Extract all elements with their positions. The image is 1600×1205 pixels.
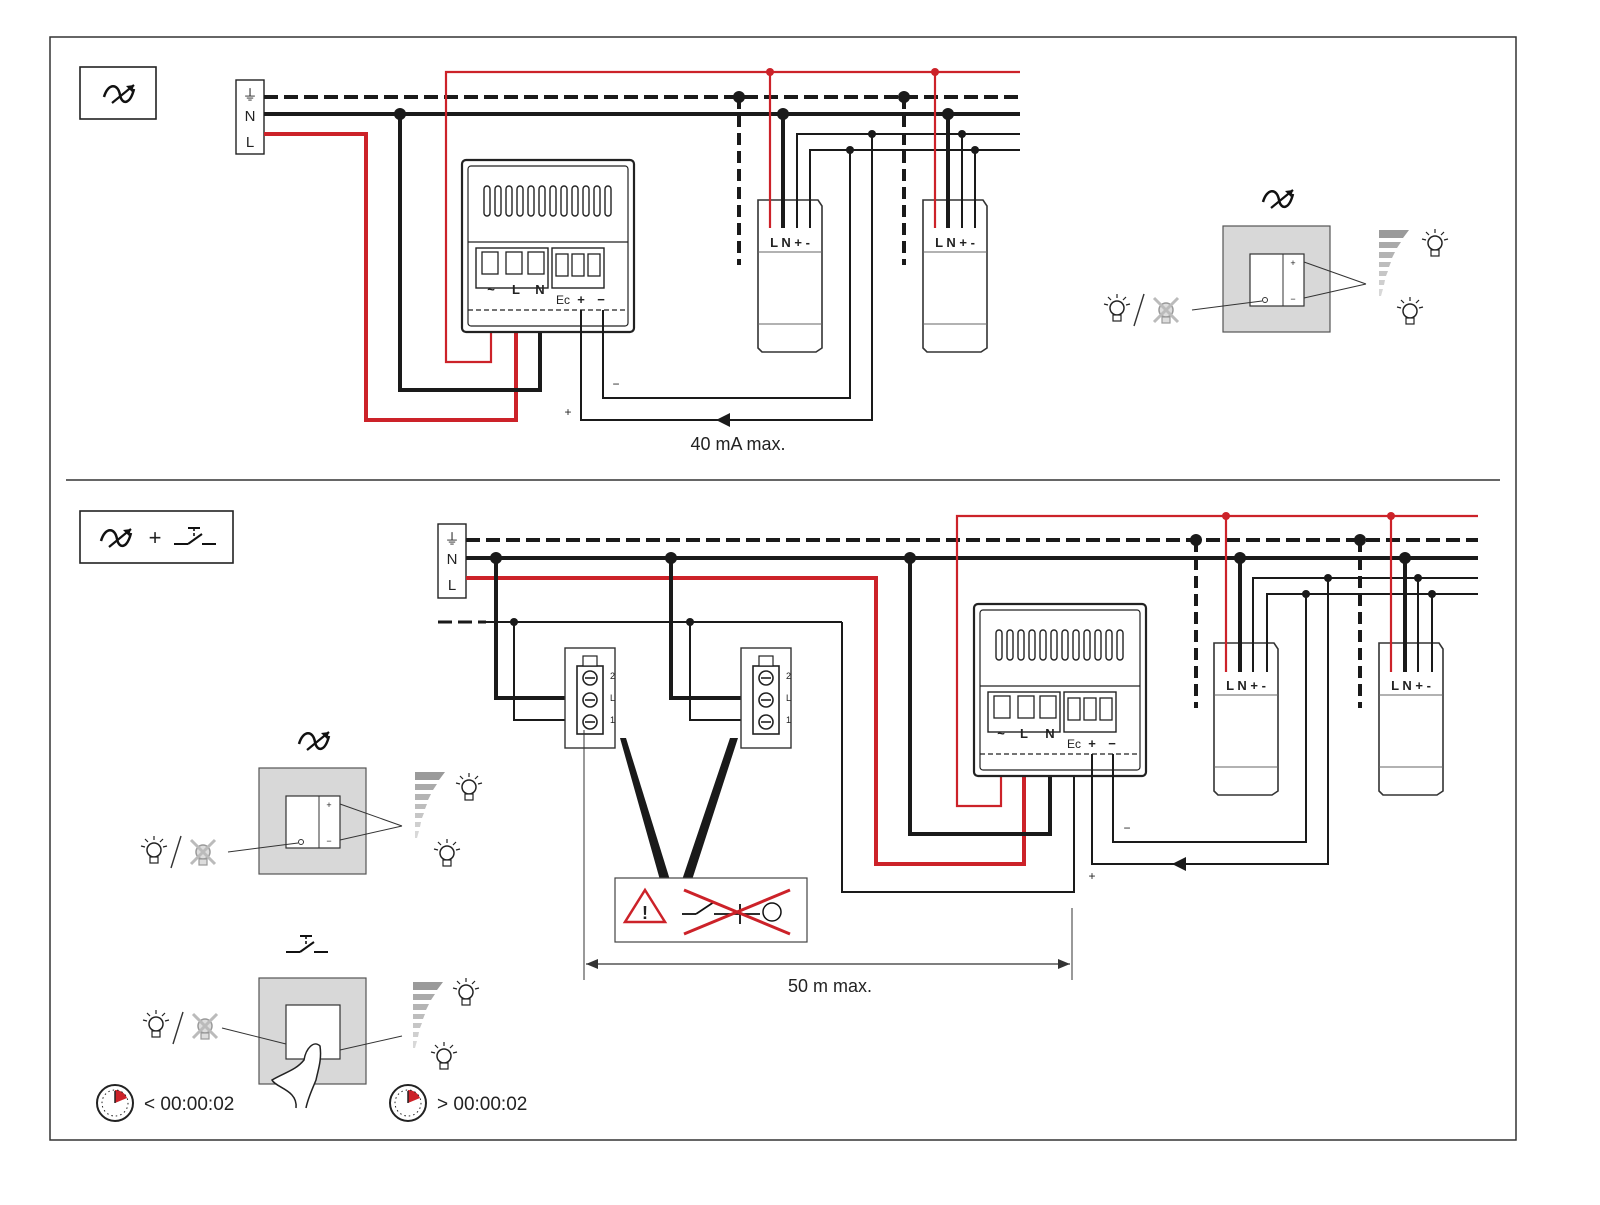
dimmer-module <box>460 158 636 334</box>
light-on-icon-2 <box>140 835 168 864</box>
dimmer2-ec-terminal: Ec <box>1067 737 1081 751</box>
long-press-clock-icon <box>389 1084 427 1122</box>
driver-4-terminals: L N + - <box>1391 678 1431 693</box>
pb2-terminal-1: 1 <box>786 715 791 725</box>
dim-level-ramp-3 <box>413 982 443 1048</box>
bus-plus-label: + <box>564 405 571 419</box>
callout-pointer-right <box>682 738 738 880</box>
dim-level-ramp-2 <box>415 772 445 838</box>
bus-minus-label: − <box>612 377 619 391</box>
dim-bulb-icon <box>1396 296 1424 325</box>
bright-bulb-icon-2 <box>455 772 483 801</box>
bus-plus-label-2: + <box>1088 869 1095 883</box>
dimmer2-l-terminal: L <box>1020 726 1028 741</box>
svg-text:−: − <box>326 836 331 846</box>
short-press-clock-icon <box>96 1084 134 1122</box>
top-panel: ⏚ N L ~ L N Ec + − + − 40 mA max. <box>79 66 1449 454</box>
led-driver-4 <box>1378 642 1444 796</box>
switched-live-wire <box>444 70 1020 364</box>
long-press-time: > 00:00:02 <box>437 1094 527 1115</box>
supply-terminal-block-2 <box>437 523 467 599</box>
pb1-terminal-l: L <box>610 693 615 703</box>
bus-plus-wire-2 <box>1091 577 1478 865</box>
bus-minus-wire-2 <box>1112 593 1478 843</box>
outer-frame <box>49 36 1517 1141</box>
warning-icon <box>622 887 668 924</box>
bus-minus-label-2: − <box>1123 821 1130 835</box>
dim-level-ramp <box>1379 230 1409 296</box>
bottom-panel: + ⏚ N L 2 L 1 2 L 1 <box>79 510 1478 1122</box>
callout-pointer-left <box>620 738 670 880</box>
pushbutton-module-1 <box>564 647 616 749</box>
bus-direction-arrow-2 <box>1172 857 1186 871</box>
pb2-terminal-l: L <box>786 693 791 703</box>
svg-text:!: ! <box>642 903 648 923</box>
dim-bulb-icon-2 <box>433 838 461 867</box>
plus-sign: + <box>149 525 162 550</box>
light-off-icon <box>1152 296 1180 325</box>
finger-press-icon <box>271 1043 322 1109</box>
dimmer-n-terminal: N <box>535 282 544 297</box>
dimmer2-plus-terminal: + <box>1088 736 1096 751</box>
driver-1-terminals: L N + - <box>770 235 810 250</box>
operation-dimmer-icon-2 <box>297 730 331 752</box>
live-wire-2 <box>466 576 1026 866</box>
no-illuminated-pushbutton-icon <box>682 888 791 936</box>
mode-box-dimmer-pushbutton <box>79 510 234 564</box>
mode-box-dimmer <box>79 66 157 120</box>
pb1-terminal-2: 2 <box>610 671 615 681</box>
driver-3-terminals: L N + - <box>1226 678 1266 693</box>
pushbutton-module-2 <box>740 647 792 749</box>
driver-2-terminals: L N + - <box>935 235 975 250</box>
bus-minus-wire <box>602 149 1020 399</box>
short-press-time: < 00:00:02 <box>144 1094 234 1115</box>
current-limit-note: 40 mA max. <box>690 434 785 454</box>
dimmer2-ctrl-terminal: ~ <box>997 726 1005 741</box>
live-wire <box>264 132 518 422</box>
operation-pushbutton-icon <box>285 935 329 953</box>
dimmer-module-2 <box>972 602 1148 778</box>
dimmer-l-terminal: L <box>512 282 520 297</box>
dimmer-ec-terminal: Ec <box>556 293 570 307</box>
led-driver-3 <box>1213 642 1279 796</box>
dimmer2-n-terminal: N <box>1045 726 1054 741</box>
supply-terminal-block <box>235 79 265 155</box>
svg-text:−: − <box>1290 294 1295 304</box>
svg-text:+: + <box>1290 258 1295 268</box>
neutral-label: N <box>245 108 256 125</box>
light-off-icon-2 <box>189 838 217 867</box>
light-on-icon-3 <box>142 1009 170 1038</box>
dimmer-rocker-2[interactable] <box>285 795 341 849</box>
operation-dimmer-icon <box>1261 188 1295 210</box>
dimmer-neutral-wire <box>398 114 542 392</box>
pb1-terminal-1: 1 <box>610 715 615 725</box>
dimmer-minus-terminal: − <box>597 292 605 307</box>
dimmer-neutral-wire-2 <box>908 558 1052 836</box>
led-driver-1 <box>757 199 823 353</box>
bus-plus-wire <box>580 133 1020 421</box>
bright-bulb-icon <box>1421 228 1449 257</box>
live-label-2: L <box>448 577 456 594</box>
bright-bulb-icon-3 <box>452 977 480 1006</box>
dimmer-ctrl-terminal: ~ <box>487 282 495 297</box>
pb2-terminal-2: 2 <box>786 671 791 681</box>
led-driver-2 <box>922 199 988 353</box>
pushbutton-return-wire <box>841 622 1075 893</box>
earth-label-2: ⏚ <box>444 531 459 548</box>
light-on-icon <box>1103 293 1131 322</box>
earth-label: ⏚ <box>242 87 257 104</box>
dimmer-plus-terminal: + <box>577 292 585 307</box>
bus-direction-arrow <box>716 413 730 427</box>
neutral-label-2: N <box>447 551 458 568</box>
svg-text:+: + <box>326 800 331 810</box>
dimmer-rocker[interactable] <box>1249 253 1305 307</box>
switched-live-wire-2 <box>955 514 1478 808</box>
light-off-icon-3 <box>191 1012 219 1041</box>
live-label: L <box>246 134 254 151</box>
distance-limit-note: 50 m max. <box>788 976 872 996</box>
dimmer2-minus-terminal: − <box>1108 736 1116 751</box>
dim-bulb-icon-3 <box>430 1041 458 1070</box>
